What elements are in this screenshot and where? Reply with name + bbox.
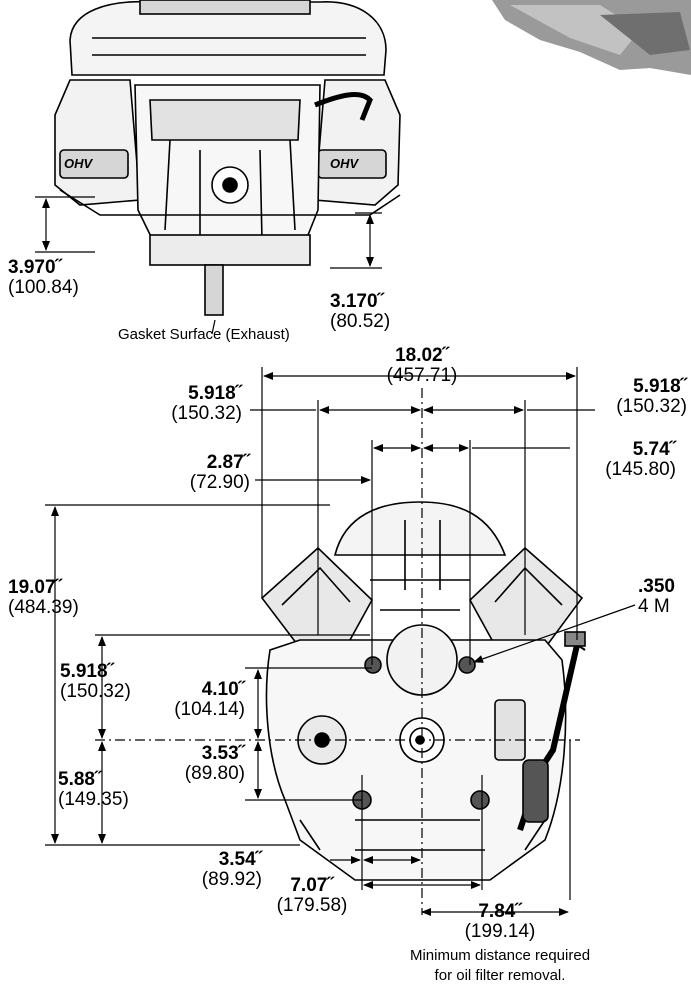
dim-hole-spacing-half: 3.54˝ (89.92) <box>201 849 262 890</box>
ohv-badge-right: OHV <box>330 156 359 171</box>
engine-photo-fragment <box>492 0 691 75</box>
engine-bottom-view <box>260 501 586 881</box>
dim-left-offset: 2.87˝ (72.90) <box>189 452 250 493</box>
dim-right-offset: 5.74˝ (145.80) <box>605 439 676 480</box>
bottom-view-dimensions <box>45 367 636 916</box>
dim-hole-upper: 4.10˝ (104.14) <box>174 679 245 720</box>
dim-overall-width: 18.02˝ (457.71) <box>386 345 458 386</box>
ohv-badge-left: OHV <box>64 156 93 171</box>
thread-callout: .350 4 M <box>638 576 675 617</box>
dim-filter-clearance: 7.84˝ (199.14) <box>464 901 536 942</box>
dim-hole-spacing: 7.07˝ (179.58) <box>276 875 348 916</box>
gasket-surface-label: Gasket Surface (Exhaust) <box>118 326 290 343</box>
dim-right-mount: 5.918˝ (150.32) <box>616 376 687 417</box>
dim-left-height: 3.970˝ (100.84) <box>8 257 79 298</box>
dim-left-mount: 5.918˝ (150.32) <box>171 383 242 424</box>
dim-right-height: 3.170˝ (80.52) <box>330 291 391 332</box>
dim-upper-height: 5.918˝ (150.32) <box>60 661 131 702</box>
top-view-dimensions <box>35 196 382 335</box>
engine-top-view <box>54 0 401 316</box>
dim-hole-lower: 3.53˝ (89.80) <box>184 743 245 784</box>
filter-note: Minimum distance required for oil filter… <box>409 947 591 984</box>
dim-overall-height: 19.07˝ (484.39) <box>8 577 79 618</box>
dim-lower-height: 5.88˝ (149.35) <box>58 769 129 810</box>
